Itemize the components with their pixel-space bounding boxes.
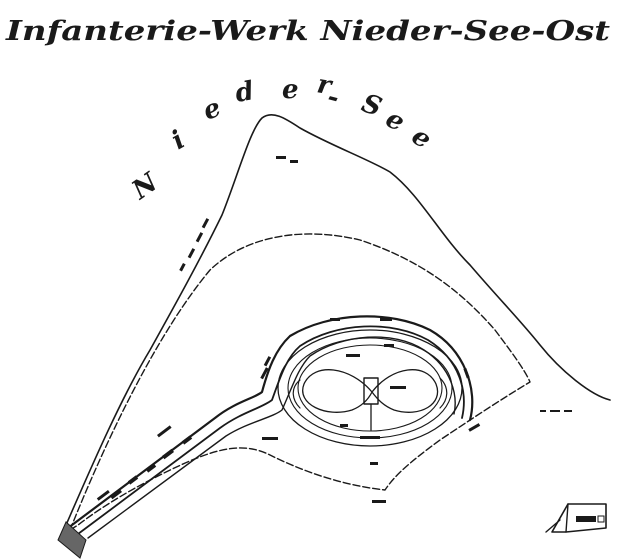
lake-label-letter: e xyxy=(282,75,299,105)
bunker-icon xyxy=(545,503,607,533)
passage-tip xyxy=(57,521,87,559)
lake-label-letter: N xyxy=(126,167,165,206)
shoreline-marks xyxy=(179,156,572,412)
outer-perimeter xyxy=(69,233,531,531)
lake-label-letter: e xyxy=(199,93,225,127)
lake-label-letter: e xyxy=(381,104,410,138)
core-marks xyxy=(262,344,406,503)
lake-label-letter: e xyxy=(406,121,437,155)
shoreline xyxy=(65,113,611,526)
map-title: Infanterie-Werk Nieder-See-Ost xyxy=(5,16,611,47)
lake-label-letter: d xyxy=(233,76,256,109)
lake-label-letter: S xyxy=(358,88,386,123)
trench-hatching xyxy=(96,318,481,501)
lake-label-letter: i xyxy=(167,125,191,156)
trench-passage xyxy=(66,315,474,539)
core-position xyxy=(277,329,463,447)
